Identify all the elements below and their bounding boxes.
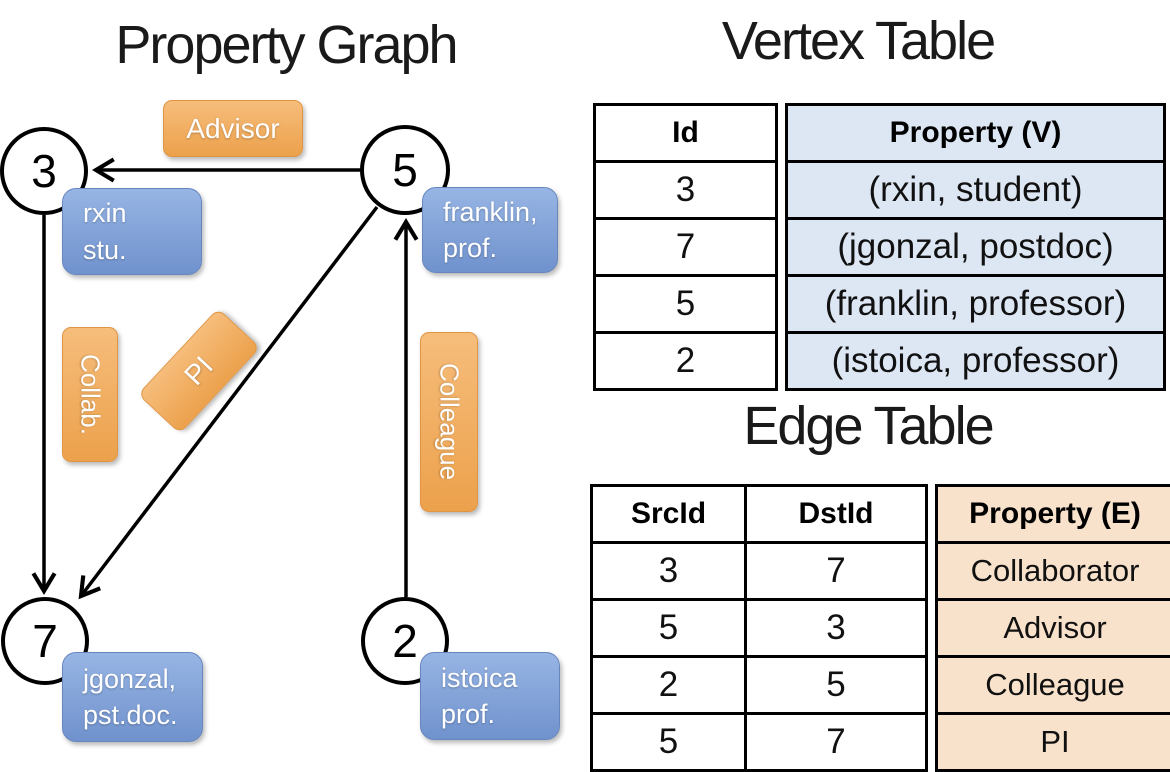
vertex-property-cell: (rxin, student) <box>787 162 1165 219</box>
edge-label-collab: Collab. <box>62 327 118 462</box>
vertex-table: Id 3 7 5 2 Property (V) (rxin, student) … <box>593 103 1166 391</box>
edge-dstid-cell: 3 <box>746 600 927 657</box>
edge-srcid-header: SrcId <box>592 486 746 543</box>
edge-label-colleague: Colleague <box>420 332 478 512</box>
edge-property-cell: PI <box>937 714 1170 771</box>
vertex-property-line: franklin, <box>443 194 557 230</box>
vertex-property-cell: (franklin, professor) <box>787 276 1165 333</box>
vertex-property-cell: (jgonzal, postdoc) <box>787 219 1165 276</box>
edge-property-header: Property (E) <box>937 486 1170 543</box>
edge-dstid-header: DstId <box>746 486 927 543</box>
edge-srcid-cell: 5 <box>592 714 746 771</box>
vertex-table-property-column: Property (V) (rxin, student) (jgonzal, p… <box>785 103 1166 391</box>
vertex-property-line: prof. <box>443 230 557 266</box>
vertex-property-line: jgonzal, <box>83 661 202 697</box>
edge-table: SrcId DstId 3 7 5 3 2 5 5 7 Property (E)… <box>590 484 1170 772</box>
edge-label-advisor: Advisor <box>163 100 303 157</box>
edge-dstid-cell: 5 <box>746 657 927 714</box>
edge-property-cell: Colleague <box>937 657 1170 714</box>
vertex-property-box-istoica: istoica prof. <box>420 652 560 740</box>
edge-srcid-cell: 2 <box>592 657 746 714</box>
vertex-property-box-rxin: rxin stu. <box>62 188 202 275</box>
edge-dstid-cell: 7 <box>746 543 927 600</box>
vertex-property-line: pst.doc. <box>83 697 202 733</box>
vertex-property-header: Property (V) <box>787 105 1165 162</box>
edge-table-title: Edge Table <box>593 395 1143 457</box>
vertex-id-cell: 5 <box>595 276 777 333</box>
vertex-id-cell: 3 <box>595 162 777 219</box>
edge-property-cell: Advisor <box>937 600 1170 657</box>
node-2-id: 2 <box>392 614 418 668</box>
edge-srcid-cell: 5 <box>592 600 746 657</box>
edge-table-id-columns: SrcId DstId 3 7 5 3 2 5 5 7 <box>590 484 928 772</box>
edge-property-cell: Collaborator <box>937 543 1170 600</box>
edge-dstid-cell: 7 <box>746 714 927 771</box>
vertex-table-title: Vertex Table <box>593 10 1123 72</box>
vertex-property-box-jgonzal: jgonzal, pst.doc. <box>62 652 203 742</box>
vertex-property-line: rxin <box>83 195 201 231</box>
node-5-id: 5 <box>392 143 418 197</box>
vertex-property-line: istoica <box>441 660 559 696</box>
vertex-id-cell: 2 <box>595 333 777 390</box>
edge-srcid-cell: 3 <box>592 543 746 600</box>
vertex-property-line: prof. <box>441 696 559 732</box>
vertex-table-id-column: Id 3 7 5 2 <box>593 103 778 391</box>
vertex-property-box-franklin: franklin, prof. <box>422 187 558 273</box>
vertex-property-line: stu. <box>83 232 201 268</box>
edge-table-property-column: Property (E) Collaborator Advisor Collea… <box>935 484 1170 772</box>
node-7-id: 7 <box>32 614 58 668</box>
node-3-id: 3 <box>31 144 57 198</box>
vertex-id-header: Id <box>595 105 777 162</box>
vertex-property-cell: (istoica, professor) <box>787 333 1165 390</box>
vertex-id-cell: 7 <box>595 219 777 276</box>
